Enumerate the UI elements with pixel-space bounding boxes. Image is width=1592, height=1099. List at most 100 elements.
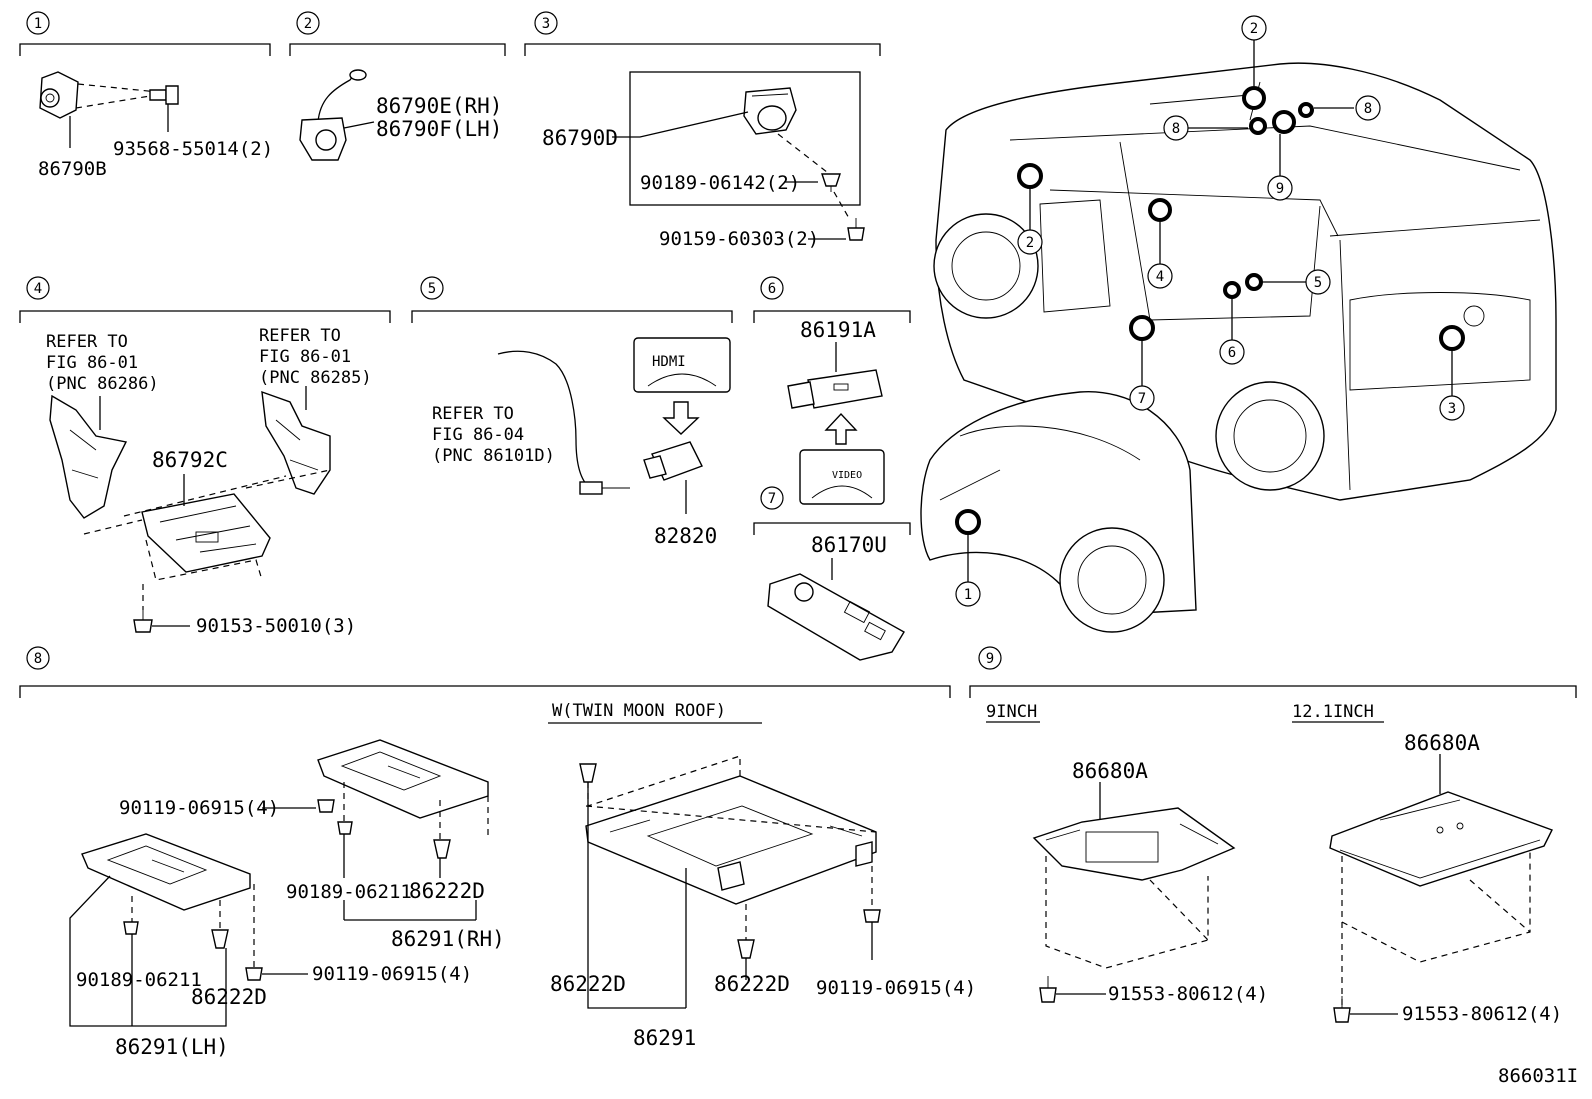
clip-86222D-left[interactable] [579,763,597,783]
bracket-86291[interactable] [585,775,877,905]
section-9: 9 9INCH 12.1INCH 86680A 91553-80612(4) 8… [969,646,1577,1025]
part-label-93568-55014: 93568-55014(2) [113,138,273,160]
bolt-90119-rh[interactable] [317,799,335,813]
camera-86790D[interactable] [743,87,797,135]
vehicle-callout-label: 6 [1228,345,1236,361]
hdmi-label: HDMI [652,354,686,370]
section-9-number: 9 [986,651,994,667]
section-8-bracket [19,685,951,698]
part-label-86792C: 86792C [152,448,228,472]
note-86285-line-1: REFER TO [259,326,341,346]
bracket-86291-LH[interactable] [81,833,251,911]
vehicle-callout-2-top [1241,15,1267,41]
section-1-guide [75,83,159,109]
vehicle-callout-label: 8 [1172,121,1180,137]
part-label-86291-RH: 86291(RH) [391,927,505,951]
part-label-86790B: 86790B [38,158,107,180]
section-8: 8 W(TWIN MOON ROOF) 90119-06915(4) 90189… [19,646,976,1059]
section-1-bracket [19,43,271,56]
display-unit-9inch[interactable] [1032,807,1236,881]
location-marker-2-side [1017,163,1043,189]
section-9-bracket [969,685,1577,698]
bracket-right-86285 [261,390,331,495]
part-label-90119-06915-a: 90119-06915(4) [119,797,279,819]
clip-90189-rh[interactable] [337,821,353,835]
figure-code: 866031I [1498,1065,1578,1087]
section-1-number: 1 [34,16,42,32]
vehicle-callout-9 [1267,175,1293,201]
note-86286-line-2: FIG 86-01 [46,353,138,373]
part-label-91553-80612-a: 91553-80612(4) [1108,983,1268,1005]
part-label-82820: 82820 [654,524,717,548]
screw-90159[interactable] [847,218,865,241]
section-3-marker [534,11,558,35]
part-label-90189-06142: 90189-06142(2) [640,172,800,194]
guide-86291 [585,755,877,940]
hdmi-port-82820[interactable] [643,441,703,481]
vehicle-callout-4 [1147,263,1173,289]
section-5-number: 5 [428,281,436,297]
section-1-marker [26,11,50,35]
hdmi-cable [497,350,630,495]
vehicle-callout-1 [955,581,981,607]
vehicle-callout-6 [1219,339,1245,365]
vehicle-callout-label: 9 [1276,181,1284,197]
note-86285-line-2: FIG 86-01 [259,347,351,367]
section-4-bracket [19,310,391,323]
up-arrow-icon [824,412,858,445]
clip-90189-lh[interactable] [123,921,139,935]
screw-91553-9inch[interactable] [1039,976,1057,1003]
ecu-86792C[interactable] [141,493,271,573]
clip-90189[interactable] [821,173,841,192]
bolt-90119-c[interactable] [863,909,881,923]
note-86101D-line-2: FIG 86-04 [432,425,524,445]
note-86286-line-3: (PNC 86286) [46,374,159,394]
location-marker-4 [1148,198,1172,222]
section-7-bracket [753,522,911,535]
bolt-90119-lh[interactable] [245,967,263,981]
vehicle-callout-label: 3 [1448,401,1456,417]
location-marker-8-a [1249,117,1267,135]
section-2-number: 2 [304,16,312,32]
leader-86790E [343,121,375,129]
clip-86222D-lh[interactable] [211,929,229,949]
video-adapter-86191A[interactable] [787,369,883,409]
video-port-icon: VIDEO [799,449,885,505]
clip-86222D-right[interactable] [737,939,755,959]
section-3-number: 3 [542,16,550,32]
leader-86291-lh [69,875,308,1027]
section-7-number: 7 [768,491,776,507]
vehicle-callout-label: 7 [1138,391,1146,407]
vehicle-callout-label: 4 [1156,269,1164,285]
section-9-marker [978,646,1002,670]
section-6-marker [760,276,784,300]
leader-86790D [612,111,749,138]
clip-86222D-rh[interactable] [433,839,451,859]
side-camera-86790E-F[interactable] [299,69,367,161]
display-unit-12inch[interactable] [1329,791,1553,887]
vehicle-callout-label: 5 [1314,275,1322,291]
section-2: 2 86790E(RH) 86790F(LH) [289,11,506,161]
section-4: 4 REFER TO FIG 86-01 (PNC 86286) REFER T… [19,276,391,637]
bolt-90153[interactable] [133,610,153,633]
part-label-86680A-9inch: 86680A [1072,759,1148,783]
part-label-86291: 86291 [633,1026,696,1050]
part-label-86222D-b: 86222D [191,985,267,1009]
vehicle-callout-2-side [1017,229,1043,255]
part-label-91553-80612-b: 91553-80612(4) [1402,1003,1562,1025]
location-marker-1 [955,509,981,535]
rear-camera-86790B[interactable] [39,71,79,119]
section-6: 6 86191A VIDEO [753,276,911,505]
part-label-90153-50010: 90153-50010(3) [196,615,356,637]
guide-9inch [1045,856,1209,969]
part-label-90189-06211-b: 90189-06211 [76,969,202,991]
vehicle-callout-8-left [1163,115,1189,141]
screw-91553-12inch[interactable] [1333,996,1351,1023]
bolt-93568[interactable] [149,85,179,105]
section-4-number: 4 [34,281,42,297]
remote-control-86170U[interactable] [767,573,905,661]
part-label-86790F-LH: 86790F(LH) [376,117,502,141]
location-marker-5 [1245,273,1263,291]
location-marker-3 [1439,325,1465,351]
